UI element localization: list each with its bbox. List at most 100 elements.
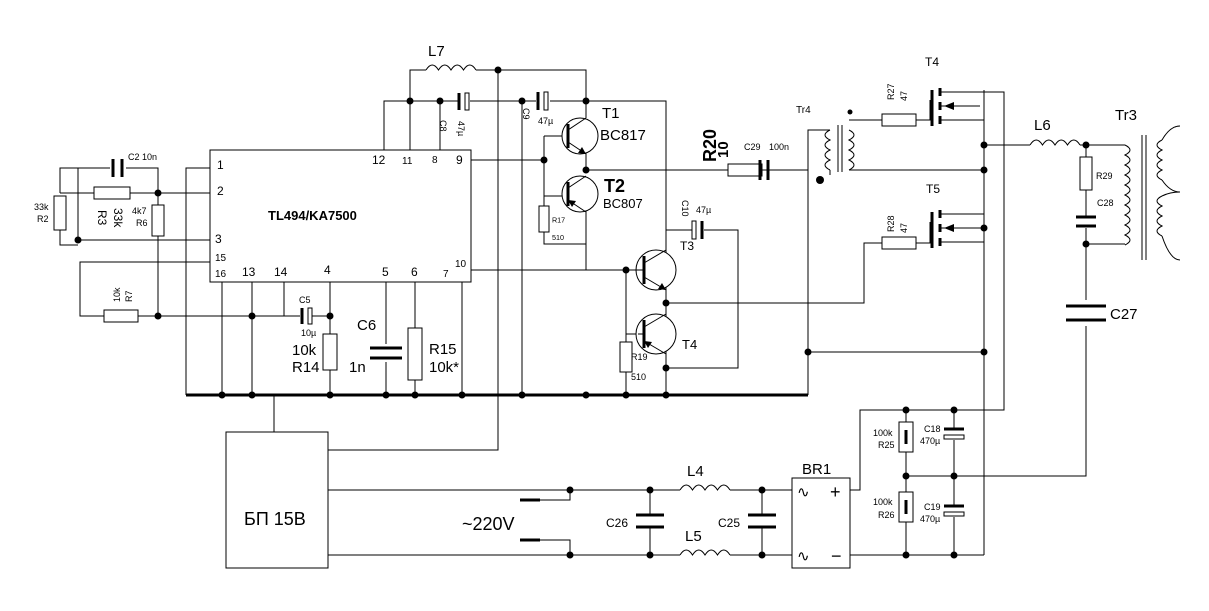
resistor-r28: R28 47	[881, 215, 917, 250]
ic-pin-2: 2	[217, 184, 224, 198]
r3-value: 33k	[111, 208, 125, 228]
r27-value: 47	[899, 91, 909, 101]
c9-value: 47µ	[538, 116, 553, 126]
psu-label: БП 15В	[244, 509, 306, 529]
capacitor-c25: C25	[718, 513, 776, 530]
wire-r27-gate	[916, 100, 931, 121]
ic-pin-6: 6	[411, 265, 418, 279]
ic-pin-11: 11	[402, 156, 413, 167]
t2-part: BC807	[603, 196, 643, 211]
capacitor-c2: C2 10n	[111, 152, 157, 177]
c18-label: C18	[924, 424, 941, 434]
r15-label: R15	[429, 341, 457, 358]
resistor-r7: 10k R7	[103, 287, 139, 323]
capacitor-c6: C6 1n	[349, 317, 402, 376]
inductor-l6: L6	[1029, 117, 1081, 146]
br1-label: BR1	[802, 461, 831, 478]
ic-pin-7: 7	[443, 269, 449, 280]
c10-label: C10	[680, 200, 690, 217]
transistor-t4-driver: T4	[635, 313, 697, 355]
c19-label: C19	[924, 502, 941, 512]
tr4-label: Tr4	[796, 105, 811, 116]
resistor-r26: 100k R26	[873, 491, 914, 523]
c29-value: 100n	[769, 142, 789, 152]
c6-value: 1n	[349, 359, 366, 376]
r19-value: 510	[631, 372, 646, 382]
resistor-r6: 4k7 R6	[132, 204, 165, 237]
c28-label: C28	[1097, 198, 1114, 208]
inductor-l7: L7	[425, 43, 477, 71]
resistor-r20: R20 10	[700, 129, 763, 177]
l7-label: L7	[428, 43, 445, 60]
ic-name: TL494/KA7500	[268, 208, 357, 223]
resistor-r15: R15 10k*	[407, 327, 459, 381]
r26-value: 100k	[873, 497, 893, 507]
capacitor-c18: C18 470µ	[920, 424, 965, 446]
t2-label: T2	[604, 176, 625, 196]
r6-value: 4k7	[132, 206, 147, 216]
wire-c29-right	[762, 169, 809, 395]
resistor-r3: R3 33k	[93, 186, 131, 228]
r26-label: R26	[878, 510, 895, 520]
ic-pin-3: 3	[215, 232, 222, 246]
c18-value: 470µ	[920, 436, 940, 446]
ic-body	[209, 149, 472, 283]
r14-label: R14	[292, 359, 320, 376]
r28-value: 47	[899, 223, 909, 233]
r27-label: R27	[886, 83, 896, 100]
wire-pin1-ground	[185, 167, 210, 395]
transformer-tr4: Tr4	[796, 105, 855, 184]
resistor-r14: 10k R14	[292, 333, 338, 376]
resistor-r27: R27 47	[881, 83, 917, 127]
wire-c27-bottom	[906, 326, 1087, 477]
ic-pin-12: 12	[372, 153, 386, 167]
wire-mains-bottom	[328, 539, 571, 556]
r25-value: 100k	[873, 428, 893, 438]
wire-r2-top	[59, 167, 110, 193]
psu-block: БП 15В	[225, 431, 329, 569]
l5-label: L5	[685, 528, 702, 545]
capacitor-c8: C8 47µ	[438, 92, 470, 136]
capacitor-c19: C19 470µ	[920, 502, 965, 524]
mains-label: ~220V	[462, 514, 515, 534]
r17-value: 510	[552, 233, 564, 242]
wire-l7-down	[328, 70, 499, 451]
l4-label: L4	[687, 463, 704, 480]
c2-label: C2 10n	[128, 152, 157, 162]
r2-value: 33k	[34, 202, 49, 212]
wire-t3-emitter	[665, 242, 882, 304]
bridge-br1: BR1 ∿ ∿ + −	[791, 461, 851, 569]
capacitor-c10: C10 47µ	[680, 200, 711, 240]
c6-label: C6	[357, 317, 376, 334]
inductor-l4: L4	[679, 463, 731, 491]
ic-pin-10: 10	[455, 259, 467, 270]
ic-pin-8: 8	[432, 155, 438, 166]
capacitor-c29: C29 100n	[744, 142, 789, 180]
l6-label: L6	[1034, 117, 1051, 134]
r28-label: R28	[886, 215, 896, 232]
wire-l7-right	[476, 69, 587, 101]
ic-pin-14: 14	[274, 265, 288, 279]
c19-value: 470µ	[920, 514, 940, 524]
r20-label: R20	[700, 129, 720, 162]
wire-br-plus	[850, 409, 906, 491]
mosfet-t5: T5	[926, 182, 984, 248]
c8-label: C8	[438, 120, 448, 132]
ic-pin-15: 15	[215, 253, 227, 264]
wire-c2-right	[126, 167, 159, 193]
ic-pin-9: 9	[456, 153, 463, 167]
ic-pin-13: 13	[242, 265, 256, 279]
resistor-r2: 33k R2	[34, 195, 67, 231]
capacitor-c9: C9 47µ	[521, 91, 553, 126]
inductor-l5: L5	[679, 528, 731, 556]
r20-value: 10	[715, 141, 732, 158]
r17-label: R17	[552, 215, 565, 224]
c27-label: C27	[1110, 306, 1138, 323]
r15-value: 10k*	[429, 359, 459, 376]
transistor-t3: T3	[630, 239, 694, 291]
r25-label: R25	[878, 440, 895, 450]
ic-tl494: TL494/KA7500 1 2 3 15 16 13 14 4 5 6 7 1…	[209, 149, 472, 283]
capacitor-c27: C27	[1066, 304, 1138, 323]
br1-plus: +	[830, 482, 841, 502]
